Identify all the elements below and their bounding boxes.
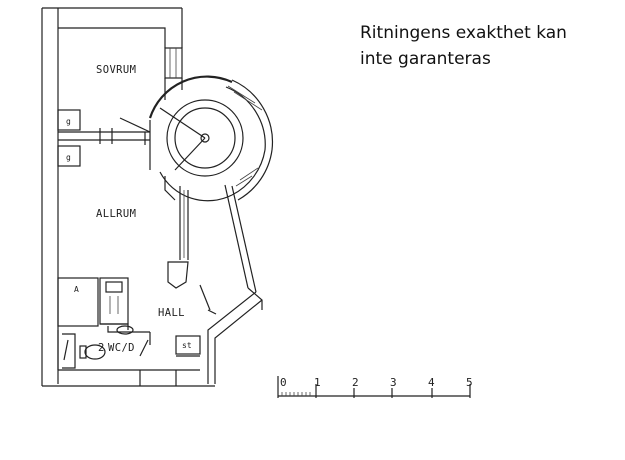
hall-wall <box>167 184 263 384</box>
label-st: st <box>182 341 192 350</box>
fixture-g-bottom: g <box>57 145 81 167</box>
scale-bar: 0 1 2 3 4 5 <box>277 376 473 398</box>
bedroom-window <box>164 47 183 100</box>
scale-tick-0: 0 <box>280 376 287 389</box>
bathroom <box>57 325 151 386</box>
room-label-living: ALLRUM <box>96 208 136 220</box>
storage-st: st <box>175 335 201 371</box>
fixture-g-top: g <box>57 109 81 131</box>
scale-tick-5: 5 <box>466 376 473 389</box>
spiral-staircase <box>148 75 274 202</box>
disclaimer-line-1: Ritningens exakthet kan <box>360 23 567 43</box>
room-label-bathroom: WC/D <box>108 342 135 354</box>
label-g-top: g <box>66 117 71 126</box>
scale-tick-2: 2 <box>352 376 359 389</box>
room-label-bedroom: SOVRUM <box>96 64 136 76</box>
interior-walls <box>58 117 151 170</box>
disclaimer-line-2: inte garanteras <box>360 49 491 69</box>
disclaimer-text: Ritningens exakthet kan inte garanteras <box>360 20 567 72</box>
scale-tick-1: 1 <box>314 376 321 389</box>
scale-tick-3: 3 <box>390 376 397 389</box>
label-g-bottom: g <box>66 153 71 162</box>
scale-tick-4: 4 <box>428 376 435 389</box>
label-a: A <box>74 285 79 294</box>
kitchen-unit: A <box>57 277 129 330</box>
bottom-wall <box>140 369 215 387</box>
room-label-hall: HALL <box>158 307 185 319</box>
bathroom-number: 2 <box>98 342 105 354</box>
